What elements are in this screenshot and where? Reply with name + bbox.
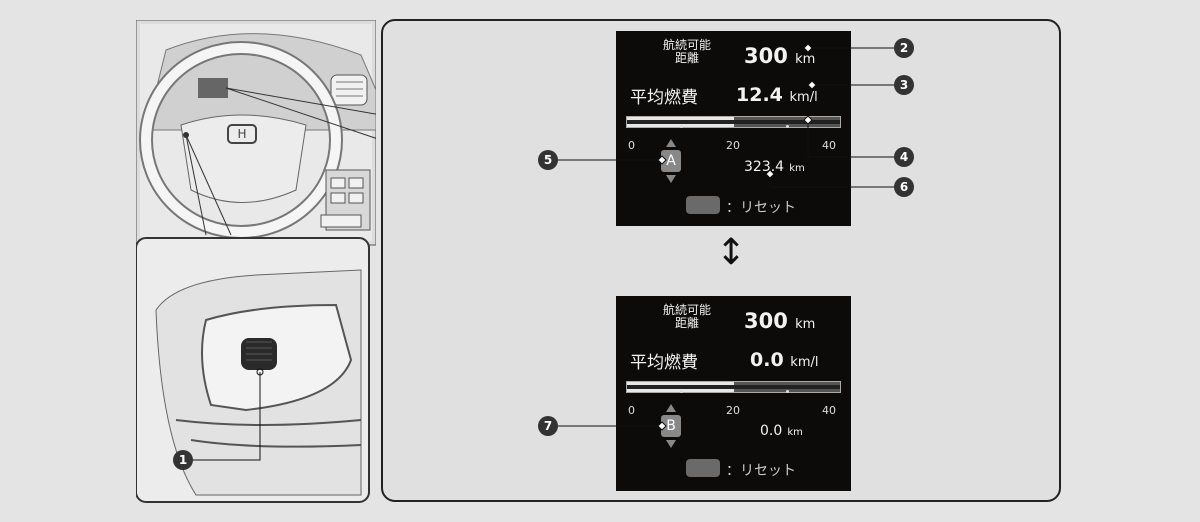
steering-wheel-illustration: H [136,20,376,503]
callout-2: 2 [894,38,914,58]
trip-number: 0.0 [760,423,783,439]
svg-text:H: H [237,127,246,141]
tick-label-40: 40 [822,139,836,152]
range-number: 300 [744,44,788,68]
fuel-unit: km/l [789,90,818,105]
reset-button-icon [686,459,720,477]
trip-display-b: 航続可能 距離 300 km 平均燃費 0.0 km/l 0 20 40 B 0… [616,296,851,491]
reset-label: ：リセット [726,200,796,216]
tick-dot [786,125,789,128]
tick-dot [680,125,683,128]
range-value: 300 km [744,44,815,68]
tick-label-40: 40 [822,404,836,417]
callout-4: 4 [894,147,914,167]
callout-6: 6 [894,177,914,197]
trip-display-a: 航続可能 距離 300 km 平均燃費 12.4 km/l 0 20 40 A … [616,31,851,226]
fuel-number: 12.4 [736,84,783,106]
tick-label-20: 20 [726,404,740,417]
range-label: 航続可能 距離 [662,303,711,330]
trip-unit: km [789,163,805,174]
tick-label-0: 0 [628,139,635,152]
arrow-down-icon [666,440,676,448]
fuel-label: 平均燃費 [630,88,698,108]
swap-arrow-icon: ↕ [716,232,747,273]
range-value: 300 km [744,309,815,333]
fuel-unit: km/l [790,355,819,370]
callout-5: 5 [538,150,558,170]
range-label: 航続可能 距離 [662,38,711,65]
tick-dot [680,390,683,393]
fuel-value: 12.4 km/l [736,84,818,106]
callout-7: 7 [538,416,558,436]
arrow-up-icon [666,139,676,147]
range-number: 300 [744,309,788,333]
tick-dot [786,390,789,393]
tick-label-0: 0 [628,404,635,417]
fuel-value: 0.0 km/l [750,349,818,371]
trip-number: 323.4 [744,159,785,175]
reset-label: ：リセット [726,463,796,479]
fuel-label: 平均燃費 [630,353,698,373]
fuel-bar-track [627,120,840,124]
trip-value: 0.0 km [760,420,803,439]
arrow-up-icon [666,404,676,412]
trip-unit: km [787,427,803,438]
trip-badge: A [661,150,681,172]
range-unit: km [795,52,816,67]
fuel-bar-track [627,385,840,389]
reset-button-icon [686,196,720,214]
trip-value: 323.4 km [744,156,805,175]
arrow-down-icon [666,175,676,183]
range-unit: km [795,317,816,332]
fuel-number: 0.0 [750,349,784,371]
callout-1: 1 [173,450,193,470]
trip-badge: B [661,415,681,437]
tick-label-20: 20 [726,139,740,152]
callout-3: 3 [894,75,914,95]
